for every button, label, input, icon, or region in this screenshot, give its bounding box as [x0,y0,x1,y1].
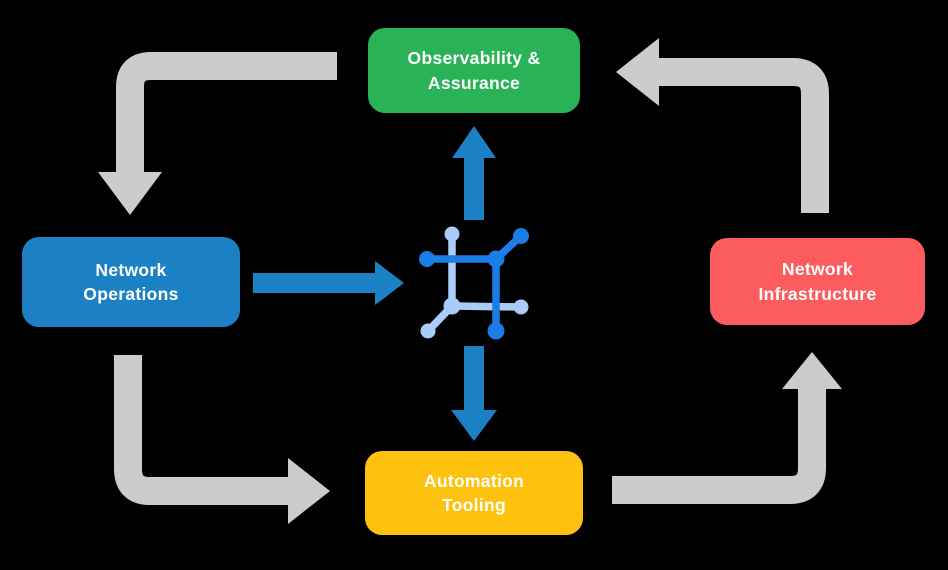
arrow-observability-to-operations [98,52,337,215]
node-automation-tooling: Automation Tooling [365,451,583,535]
network-mesh-icon [419,226,529,340]
arrow-head-down [98,172,162,215]
arrow-infrastructure-to-observability [616,38,829,213]
arrow-head-right [375,261,404,305]
arrow-head-down [451,410,497,441]
node-observability-label: Observability & Assurance [407,48,541,93]
node-network-operations: Network Operations [22,237,240,327]
arrow-operations-to-automation [114,355,330,524]
arrow-center-to-automation [451,346,497,441]
arrow-automation-to-infrastructure [612,352,842,504]
arrow-head-up [782,352,842,389]
arrow-center-to-observability [452,126,496,220]
network-mesh-icon-light-strands [420,226,529,339]
node-operations-label: Network Operations [83,259,179,304]
arrow-head-up [452,126,496,158]
arrow-head-right [288,458,330,524]
node-automation-label: Automation Tooling [423,470,525,515]
network-mesh-icon-dark-strands [419,228,529,340]
node-infrastructure-label: Network Infrastructure [758,259,877,304]
arrow-operations-to-center [253,261,404,305]
arrow-head-left [616,38,659,106]
node-network-infrastructure: Network Infrastructure [710,238,925,325]
node-observability-assurance: Observability & Assurance [368,28,580,113]
